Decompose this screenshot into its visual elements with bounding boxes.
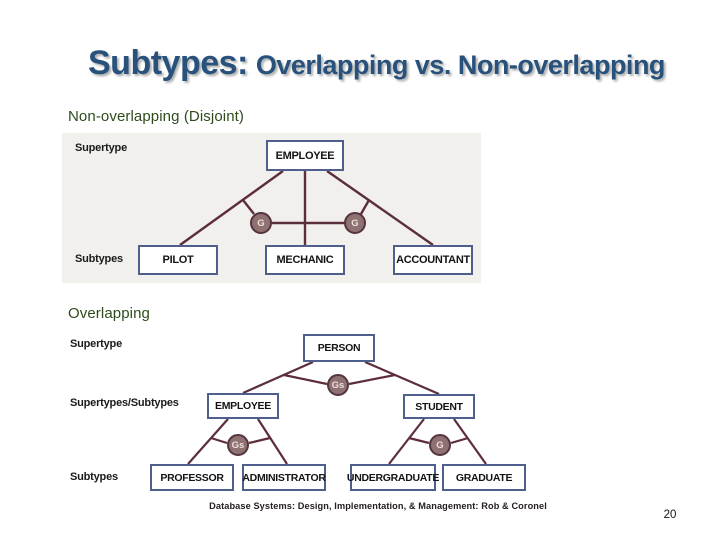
entity-box-graduate: GRADUATE: [442, 464, 526, 491]
footer-citation: Database Systems: Design, Implementation…: [209, 501, 547, 511]
slide-title-main: Subtypes:: [88, 44, 248, 82]
generalization-circle: Gs: [227, 434, 249, 456]
diagram-non-overlapping: Supertype Subtypes EMPLOYEE PILOT MECHAN…: [62, 133, 481, 283]
row-label-supertype: Supertype: [75, 142, 127, 154]
connector-lines-diagram1: [179, 170, 434, 246]
slide-title: Subtypes:Overlapping vs. Non-overlapping: [88, 44, 688, 83]
entity-box-person: PERSON: [303, 334, 375, 362]
entity-box-pilot: PILOT: [138, 245, 218, 275]
entity-box-student: STUDENT: [403, 394, 475, 419]
entity-box-employee: EMPLOYEE: [207, 393, 279, 419]
entity-box-undergraduate: UNDERGRADUATE: [347, 464, 439, 491]
generalization-circle: Gs: [327, 374, 349, 396]
diagram-overlapping: Supertype Supertypes/Subtypes Subtypes P…: [62, 333, 532, 493]
row-label-subtypes: Subtypes: [70, 471, 118, 483]
row-label-supertype: Supertype: [70, 338, 122, 350]
entity-box-accountant: ACCOUNTANT: [393, 245, 473, 275]
generalization-circle: G: [429, 434, 451, 456]
generalization-circle: G: [344, 212, 366, 234]
generalization-circle: G: [250, 212, 272, 234]
slide-title-sub: Overlapping vs. Non-overlapping: [255, 50, 666, 80]
row-label-subtypes: Subtypes: [75, 253, 123, 265]
connector-lines-diagram2: [187, 360, 487, 465]
entity-box-professor: PROFESSOR: [150, 464, 234, 491]
entity-box-employee: EMPLOYEE: [266, 140, 344, 171]
section-label-overlapping: Overlapping: [68, 305, 150, 322]
page-number: 20: [663, 509, 677, 521]
entity-box-administrator: ADMINISTRATOR: [242, 464, 326, 491]
row-label-supertypes-subtypes: Supertypes/Subtypes: [70, 397, 179, 409]
entity-box-mechanic: MECHANIC: [265, 245, 345, 275]
section-label-non-overlapping: Non-overlapping (Disjoint): [68, 108, 245, 125]
